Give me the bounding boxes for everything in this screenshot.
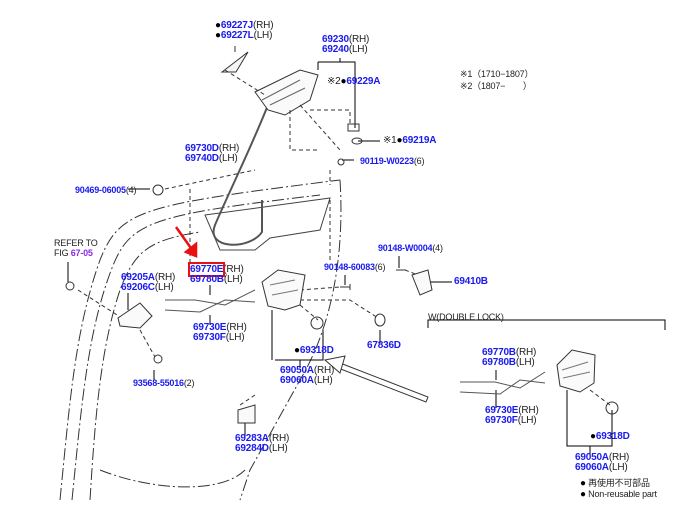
part-label-69240[interactable]: 69240(LH): [322, 44, 368, 55]
part-label-69740D[interactable]: 69740D(LH): [185, 153, 238, 164]
inner-panel: [204, 197, 331, 251]
part-label-69730F[interactable]: 69730F(LH): [193, 332, 245, 343]
seal-69229A: [347, 123, 360, 132]
part-label-67836D[interactable]: 67836D: [367, 340, 401, 351]
handle-cover: [220, 51, 249, 73]
part-label-90148-W0004[interactable]: 90148-W0004(4): [378, 243, 443, 253]
double-lock-heading: W(DOUBLE LOCK): [428, 312, 504, 322]
part-label-69318D[interactable]: ●69318D: [294, 345, 334, 356]
part-label-69227L[interactable]: ●69227L(LH): [215, 30, 273, 41]
part-label-69205A[interactable]: 69205A(RH): [121, 272, 176, 283]
part-label-69410B[interactable]: 69410B: [454, 276, 488, 287]
highlight-arrow-icon: [174, 226, 198, 258]
outside-handle-frame: [254, 69, 319, 116]
part-label-69730E[interactable]: 69730E(RH): [193, 322, 247, 333]
clip-90469: [152, 184, 164, 196]
grommet-69318D-2: [605, 401, 619, 415]
note-1: ※1（1710−1807）: [460, 69, 534, 79]
door-panel-outline: [59, 179, 342, 501]
part-label-69770B[interactable]: 69770B(RH): [482, 347, 537, 358]
trim-69283A: [237, 404, 256, 424]
part-label-69770E[interactable]: 69770E(RH): [187, 262, 244, 277]
striker-69410B: [411, 269, 433, 296]
part-label-69318D-2[interactable]: ●69318D: [590, 431, 630, 442]
part-label-69060A[interactable]: 69060A(LH): [280, 375, 333, 386]
part-label-69060A-2[interactable]: 69060A(LH): [575, 462, 628, 473]
bolt-90119: [337, 158, 345, 166]
grommet-69318D: [310, 316, 324, 330]
legend-english: ● Non-reusable part: [580, 489, 657, 500]
part-label-90119-W0223[interactable]: 90119-W0223(6): [360, 156, 425, 166]
part-label-69219A[interactable]: ※1●69219A: [383, 135, 437, 146]
bolt-90148-60083: [340, 284, 351, 290]
part-label-69206C[interactable]: 69206C(LH): [121, 282, 174, 293]
note-2: ※2（1807− ）: [460, 81, 532, 91]
cap-69219A: [351, 137, 363, 145]
part-label-69730D[interactable]: 69730D(RH): [185, 143, 240, 154]
door-lock-assembly: [261, 269, 306, 311]
cap-67836D: [374, 313, 386, 327]
refer-fig-link[interactable]: FIG 67-05: [54, 248, 93, 258]
part-label-93568-55016[interactable]: 93568-55016(2): [133, 378, 195, 388]
part-label-69780B-2[interactable]: 69780B(LH): [482, 357, 535, 368]
part-label-69050A[interactable]: 69050A(RH): [280, 365, 335, 376]
screw-93568: [153, 354, 163, 364]
inside-handle: [117, 302, 153, 329]
part-label-90469-06005[interactable]: 90469-06005(4): [75, 185, 137, 195]
part-label-69730E-2[interactable]: 69730E(RH): [485, 405, 539, 416]
direction-arrow-icon: [323, 355, 429, 403]
part-label-69229A[interactable]: ※2●69229A: [327, 76, 381, 87]
highlighted-part-code: 69770E: [187, 262, 226, 277]
cable-69730D: [212, 104, 269, 246]
part-label-69227J[interactable]: ●69227J(RH): [215, 20, 274, 31]
lock-cables: [164, 289, 546, 395]
part-label-69283A[interactable]: 69283A(RH): [235, 433, 290, 444]
part-label-69780B[interactable]: 69780B(LH): [190, 274, 243, 285]
part-label-90148-60083[interactable]: 90148-60083(6): [324, 262, 386, 272]
door-lock-assembly-2: [556, 349, 596, 393]
part-label-69230[interactable]: 69230(RH): [322, 34, 370, 45]
part-label-69284D[interactable]: 69284D(LH): [235, 443, 288, 454]
clip-67-05: [65, 281, 75, 291]
part-label-69730F-2[interactable]: 69730F(LH): [485, 415, 537, 426]
part-label-69050A-2[interactable]: 69050A(RH): [575, 452, 630, 463]
legend-japanese: ● 再使用不可部品: [580, 478, 650, 489]
refer-to-label: REFER TO: [54, 238, 98, 248]
